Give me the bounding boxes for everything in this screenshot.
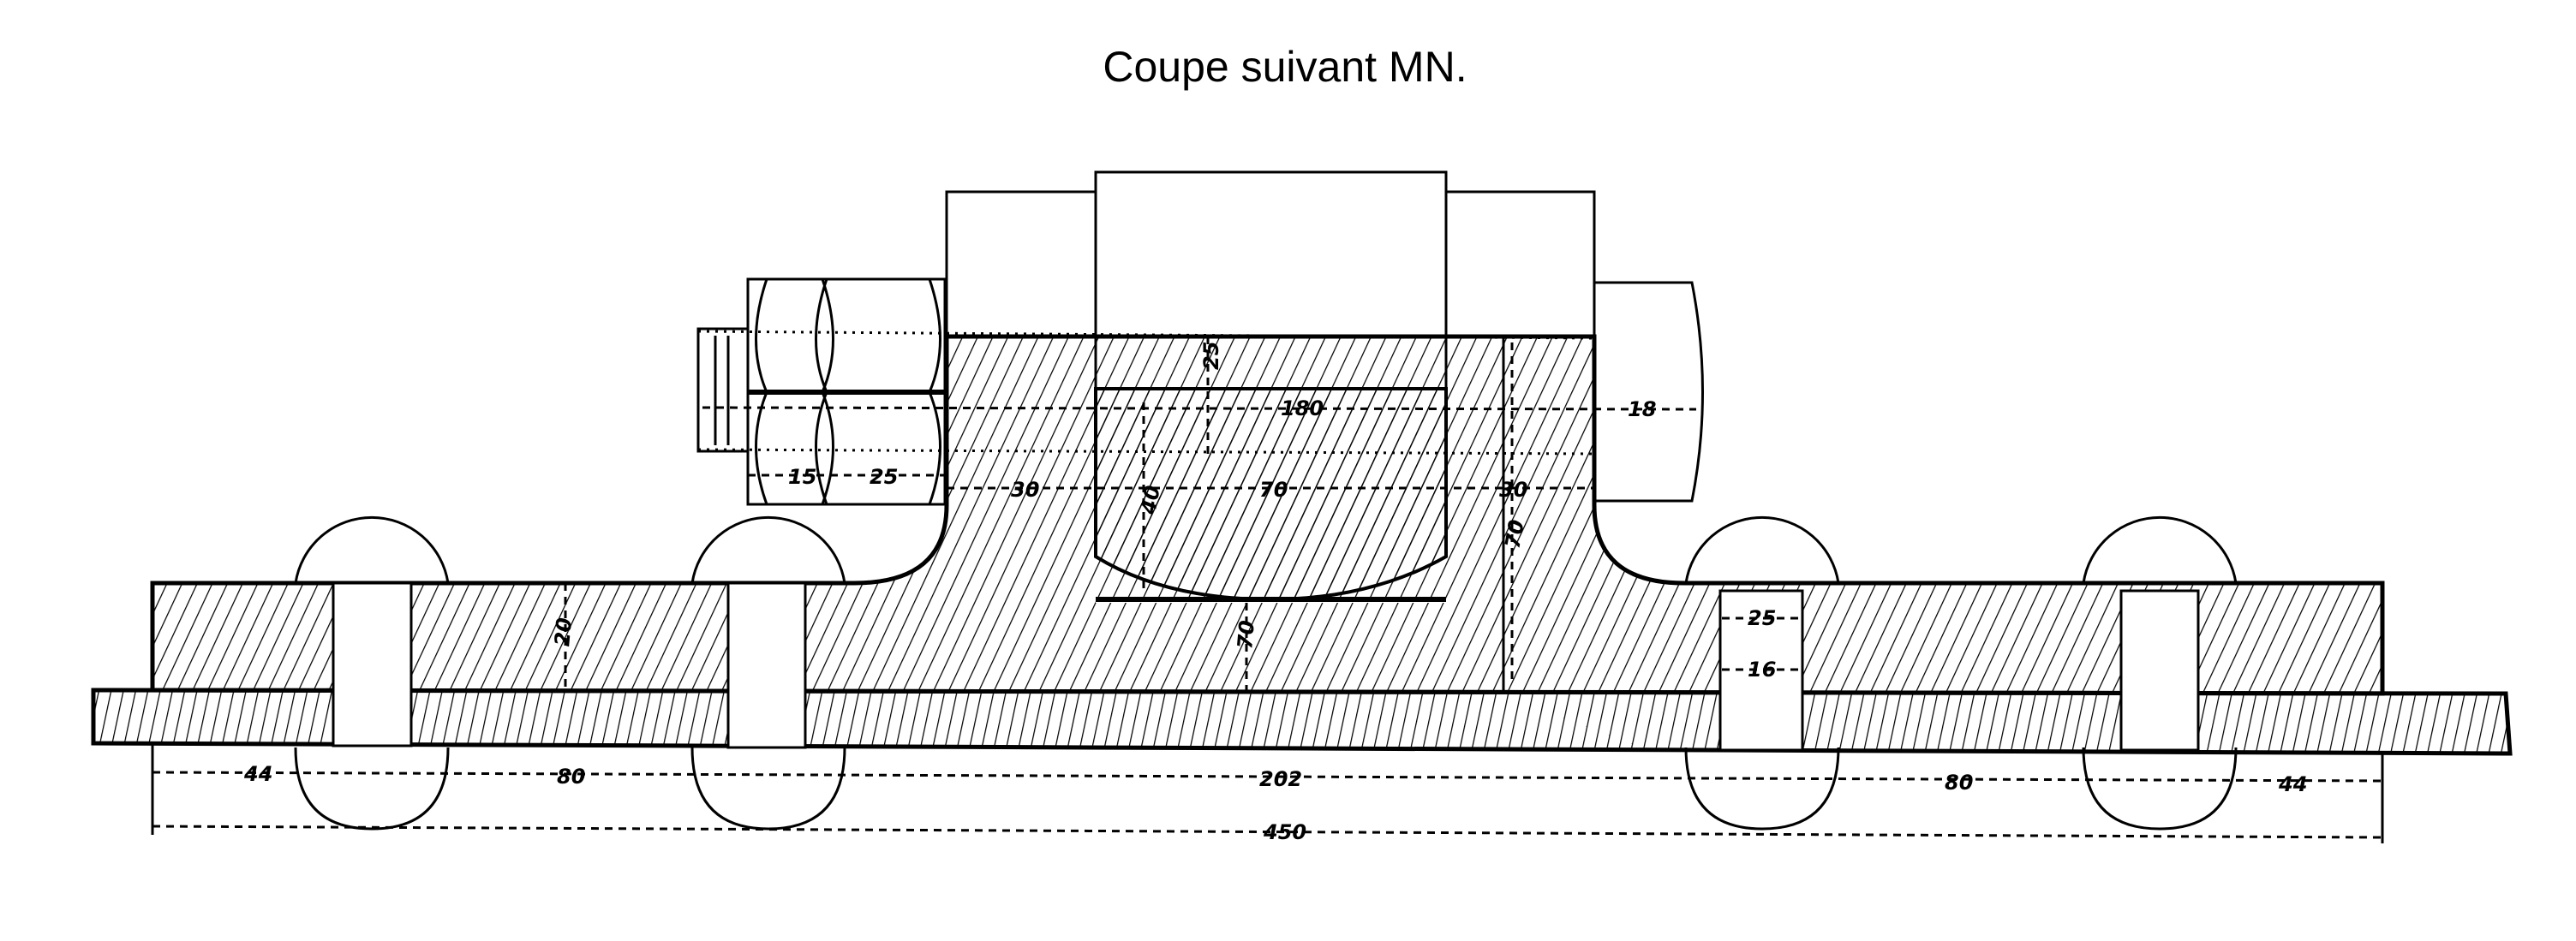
hex-nut xyxy=(696,277,947,506)
dimension-labels: 15 25 30 25 180 40 70 30 70 18 20 70 25 … xyxy=(550,342,1776,682)
svg-text:44: 44 xyxy=(2278,772,2307,796)
rivet-heads-bottom xyxy=(294,747,2238,831)
rivet-heads-top xyxy=(294,515,2238,584)
svg-text:30: 30 xyxy=(1499,478,1527,502)
svg-text:20: 20 xyxy=(550,616,577,647)
svg-text:25: 25 xyxy=(1199,342,1223,370)
drawing-title: Coupe suivant MN. xyxy=(1103,43,1467,91)
svg-text:25: 25 xyxy=(870,465,898,489)
cheek-right xyxy=(1444,190,1596,338)
svg-text:18: 18 xyxy=(1628,397,1656,421)
svg-text:180: 180 xyxy=(1281,396,1324,420)
svg-text:40: 40 xyxy=(1136,484,1165,517)
svg-text:80: 80 xyxy=(557,765,585,789)
svg-text:44: 44 xyxy=(243,762,272,786)
svg-text:16: 16 xyxy=(1748,658,1776,682)
svg-text:70: 70 xyxy=(1233,619,1259,650)
svg-text:80: 80 xyxy=(1945,771,1973,795)
cheek-left xyxy=(945,190,1097,338)
svg-text:30: 30 xyxy=(1011,478,1039,502)
svg-text:15: 15 xyxy=(788,465,816,489)
svg-text:450: 450 xyxy=(1263,820,1306,844)
rivet-holes xyxy=(332,581,2200,752)
svg-text:70: 70 xyxy=(1259,478,1288,502)
bolt-head-right xyxy=(1593,281,1704,503)
svg-text:202: 202 xyxy=(1259,767,1302,791)
svg-text:25: 25 xyxy=(1748,606,1776,630)
svg-text:70: 70 xyxy=(1500,518,1528,551)
bottom-dimensions: 44 80 202 80 44 450 xyxy=(151,745,2384,844)
